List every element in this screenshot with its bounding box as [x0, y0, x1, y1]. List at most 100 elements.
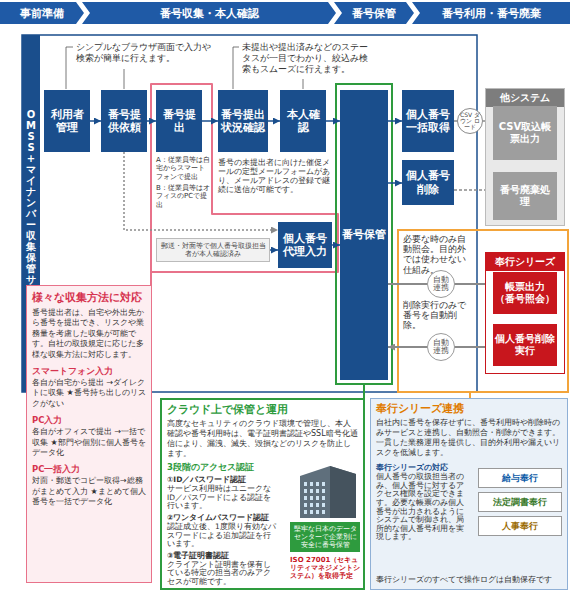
info-box-text: 3段階のアクセス認証 — [167, 462, 358, 474]
bugyo-box-text: 個人番号削除実行 — [495, 333, 555, 357]
auto-link-badge: 自動連携 — [427, 270, 455, 298]
leader-line — [124, 69, 125, 89]
system-box-text: 番号廃棄処理 — [496, 184, 554, 209]
callout-text: 番号の未提出者に向けた催促メールの定型メールフォームがあり、メールアドレスの登録… — [218, 158, 336, 194]
window — [322, 496, 325, 500]
flow-arrow — [388, 182, 402, 184]
window — [316, 503, 319, 507]
bugyo-box: 帳票出力 （番号照会） — [493, 272, 557, 314]
flow-arrow — [90, 120, 101, 122]
info-box-text: 奉行シリーズの対応 — [376, 462, 466, 473]
process-box: 番号提出状況確認 — [218, 90, 268, 152]
info-box-text: 認証成立後、1度限り有効なパスワードによる追加認証を行います。 — [167, 523, 278, 549]
info-box-text: サービス利用時はユニークなID／パスワードによる認証を行います。 — [167, 485, 278, 511]
process-box-text: 個人番号削除 — [404, 169, 452, 195]
info-box-text: 自社内に番号を保存せずに、番号利用時や削除時のみサービスと連携し、自動照合・削除… — [376, 418, 562, 458]
window — [322, 503, 325, 507]
window — [310, 510, 313, 514]
note-box: 郵送・対面等で個人番号取扱担当者が本人確認済み — [156, 238, 270, 262]
process-box-text: 本人確認 — [282, 108, 324, 134]
info-box-text: 各自がオフィスで提出 →一括で収集 ★部門や個別に個人番号をデータ化 — [32, 427, 146, 458]
process-box: 本人確認 — [280, 90, 326, 152]
callout-text: 削除実行のみで番号を自動削除。 — [403, 300, 473, 331]
process-box-text: 番号提供依頼 — [103, 108, 145, 134]
callout-text: 未提出や提出済みなどのステータスが一目でわかり、絞込み検索もスムーズに行えます。 — [242, 42, 372, 74]
stage-chevron-text: 番号利用・番号廃棄 — [442, 6, 541, 21]
flow-arrow — [147, 120, 156, 122]
leader-line — [233, 47, 239, 89]
collection-leader — [150, 272, 152, 285]
info-box-text: 高度なセキュリティのクラウド環境で管理し、本人確認や番号利用時は、電子証明書認証… — [167, 419, 358, 459]
process-box-text: 利用者管理 — [46, 108, 88, 134]
stage-chevron: 番号保管 — [334, 2, 414, 24]
product-logo: 人事奉行 — [478, 516, 562, 536]
process-box: 番号提出 — [156, 90, 202, 152]
stage-chevron: 番号収集・本人確認 — [82, 2, 336, 24]
window — [304, 496, 307, 500]
process-box: 個人番号一括取得 — [402, 90, 454, 152]
flow-arrow — [202, 120, 218, 122]
stage-chevron: 事前準備 — [0, 2, 84, 24]
stage-chevron: 番号利用・番号廃棄 — [412, 2, 570, 24]
flow-arrow — [268, 120, 280, 122]
info-box-text: ISO 27001（セキュリティマネジメントシステム）を取得予定 — [290, 556, 362, 580]
flow-arrow — [332, 244, 340, 246]
info-box-text: ②ワンタイムパスワード認証 — [167, 513, 278, 523]
info-box-text: 様々な収集方法に対応 — [32, 291, 146, 305]
window — [316, 482, 319, 486]
process-box-text: 個人番号代理入力 — [280, 232, 330, 258]
stage-chevron-text: 番号保管 — [352, 6, 396, 21]
datacenter-building — [300, 466, 356, 518]
window — [310, 482, 313, 486]
stage-chevron-text: 事前準備 — [20, 6, 64, 21]
building-side — [330, 466, 356, 518]
info-box-text: 対面・郵送でコピー取得→総務がまとめて入力 ★まとめて個人番号を一括でデータ化 — [32, 476, 146, 507]
datacenter-label: 堅牢な日本のデータセンターで企業別に安全に番号保管 — [290, 522, 360, 552]
window — [310, 489, 313, 493]
info-box: 様々な収集方法に対応番号提出者は、自宅や外出先から番号を提出でき、リスクや業務量… — [26, 285, 152, 583]
product-logo-text: 人事奉行 — [502, 520, 538, 533]
product-logo: 法定調書奉行 — [478, 492, 562, 512]
info-box-text: クラウド上で保管と運用 — [167, 403, 358, 417]
window — [304, 510, 307, 514]
info-box-text: スマートフォン入力 — [32, 366, 146, 378]
info-box-text: 個人番号の取扱担当者のみ、個人番号に対するアクセス権限を設定できます。必要な帳票… — [376, 473, 466, 542]
window — [310, 496, 313, 500]
collection-outline — [151, 84, 338, 272]
leader-line — [303, 79, 304, 89]
callout-text: B：従業員等はオフィスのPCで提出 — [156, 184, 210, 209]
stage-chevron-text: 番号収集・本人確認 — [160, 6, 259, 21]
process-box-text: 番号提出 — [158, 108, 200, 134]
info-box-text: 番号提出者は、自宅や外出先から番号を提出でき、リスクや業務量を考慮した収集が可能… — [32, 308, 146, 360]
bugyo-panel: 奉行シリーズ帳票出力 （番号照会） 個人番号削除実行 — [485, 252, 565, 374]
process-box: 番号提供依頼 — [101, 90, 147, 152]
info-box-text: ①ID／パスワード認証 — [167, 475, 278, 485]
product-logo-text: 給与奉行 — [502, 472, 538, 485]
callout-text: 必要な時のみ自動照会。目的外では使わせない仕組み。 — [403, 234, 473, 275]
process-box: 個人番号代理入力 — [278, 222, 332, 268]
window — [322, 489, 325, 493]
window — [304, 489, 307, 493]
note-box-text: 郵送・対面等で個人番号取扱担当者が本人確認済み — [159, 242, 267, 259]
system-box: CSV取込帳票出力 — [493, 106, 557, 160]
system-box: 番号廃棄処理 — [493, 172, 557, 220]
building-body — [300, 466, 356, 518]
callout-text: シンプルなブラウザ画面で入力や検索が簡単に行えます。 — [76, 42, 214, 64]
bugyo-panel-text: 奉行シリーズ — [486, 253, 564, 271]
window — [322, 482, 325, 486]
info-box-text: 奉行シリーズのすべてで操作ログは自動保存です — [376, 575, 552, 585]
bugyo-outline — [398, 230, 568, 392]
storage-box-text: 番号保管 — [342, 228, 386, 242]
window — [316, 496, 319, 500]
system-panel: 他システムCSV取込帳票出力番号廃棄処理 — [485, 88, 565, 226]
leader-line — [66, 47, 73, 89]
product-logo: 給与奉行 — [478, 468, 562, 488]
process-box-text: 番号提出状況確認 — [220, 108, 266, 134]
bugyo-box: 個人番号削除実行 — [493, 324, 557, 366]
info-box: クラウド上で保管と運用高度なセキュリティのクラウド環境で管理し、本人確認や番号利… — [160, 398, 365, 590]
building-windows — [304, 482, 325, 514]
auto-link-badge: 自動連携 — [427, 333, 455, 361]
info-box-text: PC一括入力 — [32, 464, 146, 476]
system-panel-text: 他システム — [486, 89, 564, 107]
process-box: 利用者管理 — [44, 90, 90, 152]
